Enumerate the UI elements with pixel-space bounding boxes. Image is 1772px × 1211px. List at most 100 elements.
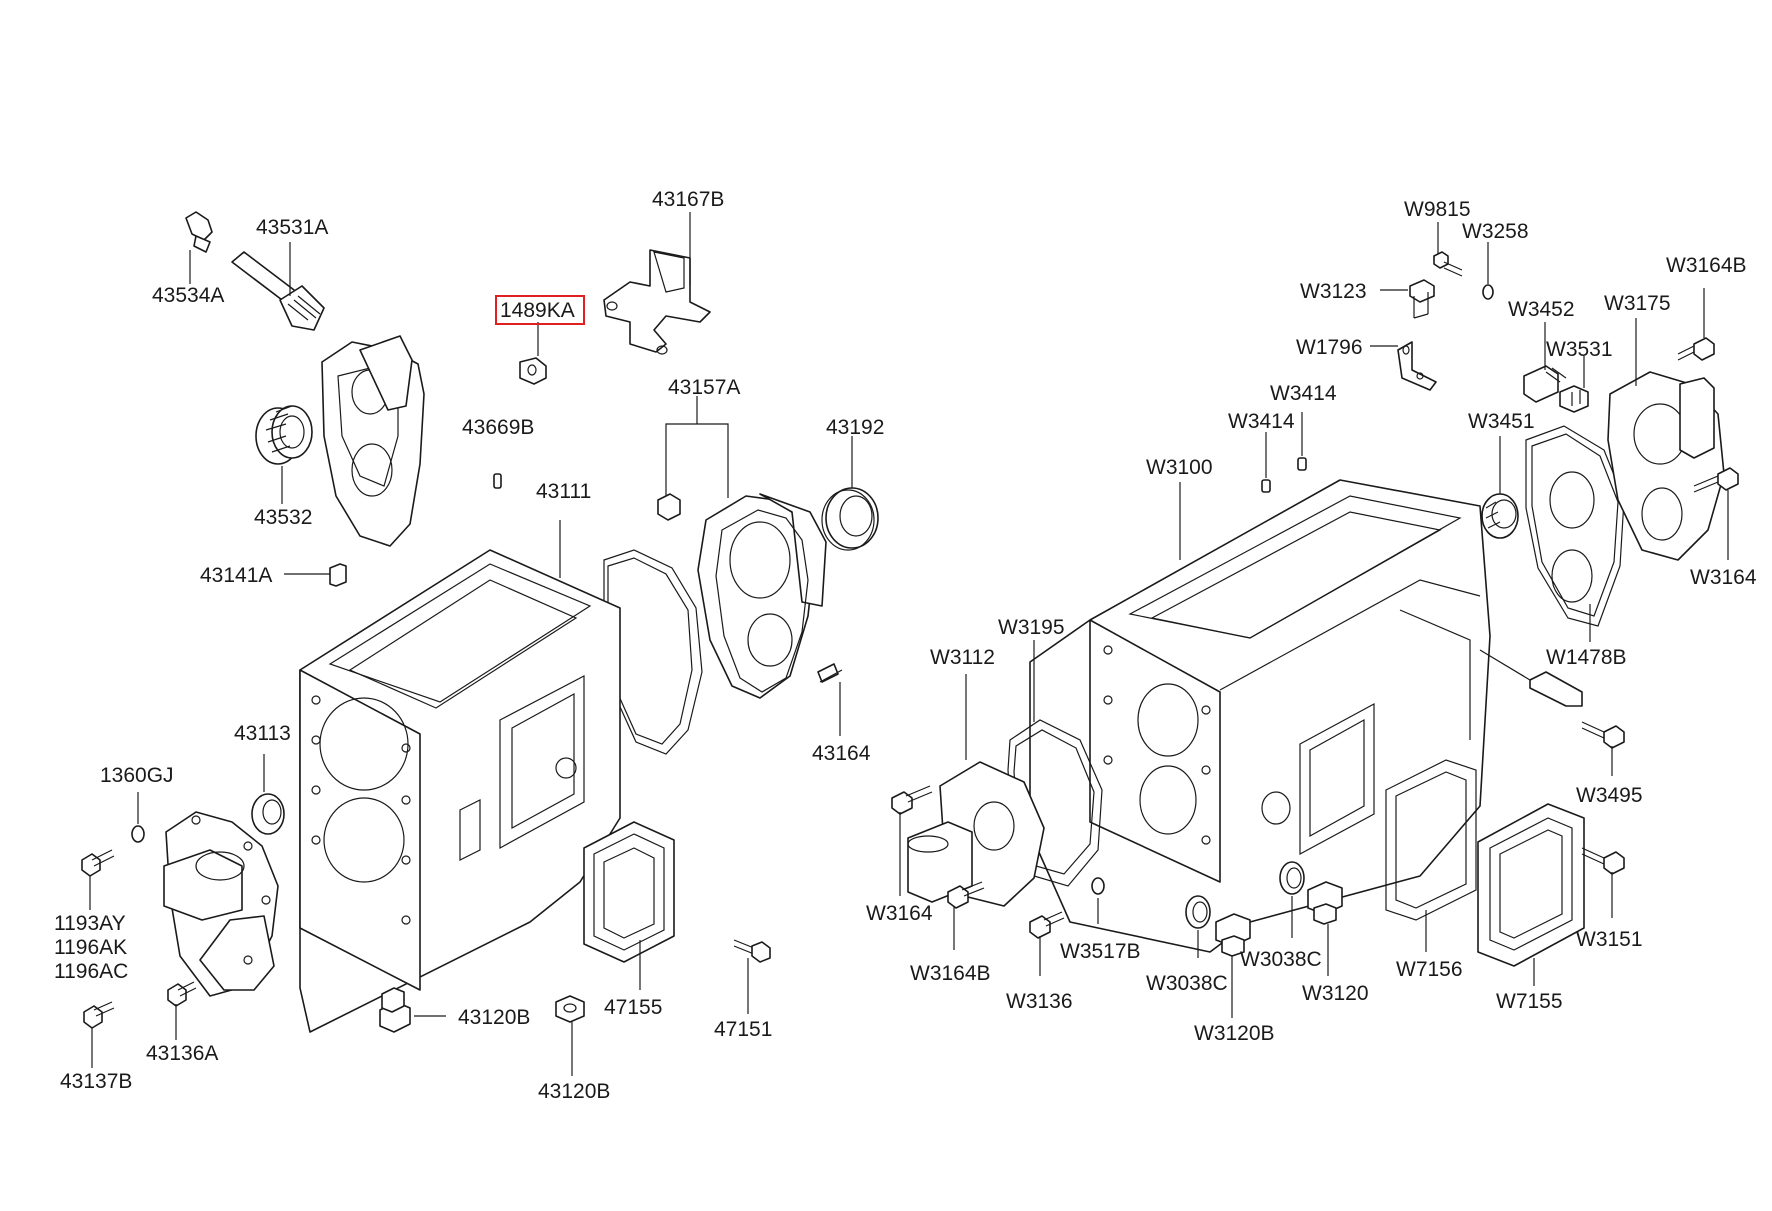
dowel-43141a-part <box>329 563 347 587</box>
label-w3414-a: W3414 <box>1228 410 1295 433</box>
gasket-ring-w3038c-a-part <box>1185 895 1211 929</box>
label-1196ac: 1196AC <box>54 960 128 983</box>
label-43669b: 43669B <box>462 416 534 439</box>
label-w3195: W3195 <box>998 616 1065 639</box>
label-w3136: W3136 <box>1006 990 1073 1013</box>
bracket-43167b-part <box>603 249 711 355</box>
bearing-retainer-part <box>163 811 279 997</box>
label-w3151: W3151 <box>1576 928 1643 951</box>
transmission-case-43111-part <box>299 549 621 1033</box>
cover-w7155-part <box>1477 803 1585 967</box>
label-w3120: W3120 <box>1302 982 1369 1005</box>
bolt-w3164-left-part <box>891 785 933 815</box>
label-w3414-b: W3414 <box>1270 382 1337 405</box>
speedo-sleeve-part <box>185 211 213 253</box>
bolt-43164-part <box>817 663 843 683</box>
plug-w3120b-part <box>1215 913 1251 957</box>
plug-43120b-left-part <box>379 987 411 1033</box>
bolt-w9815-part <box>1433 251 1463 277</box>
label-w3451: W3451 <box>1468 410 1535 433</box>
washer-w3517b-part <box>1091 877 1105 895</box>
switch-w3452-part <box>1523 365 1567 403</box>
plug-w3120-part <box>1307 881 1343 925</box>
bolt-43136a-part <box>167 981 197 1007</box>
label-43141a: 43141A <box>200 564 272 587</box>
bolt-w3123-part <box>1409 279 1435 319</box>
bolt-43137b-part <box>83 1001 115 1029</box>
bolt-w3151-part <box>1581 847 1625 875</box>
needle-bearing-part <box>255 405 313 465</box>
plug-w3531-part <box>1559 385 1589 413</box>
retainer-w3112-part <box>907 761 1045 907</box>
bolt-w3164b-top-part <box>1677 337 1715 361</box>
bolt-w3164b-low-part <box>947 881 985 909</box>
dowel-w3414-b-part <box>1297 457 1307 471</box>
label-w3100: W3100 <box>1146 456 1213 479</box>
plug-43120b-mid-part <box>555 995 585 1023</box>
label-43136a: 43136A <box>146 1042 218 1065</box>
housing-43157a-part <box>697 493 827 699</box>
label-43120b-left: 43120B <box>458 1006 530 1029</box>
bracket-w1796-part <box>1397 341 1437 391</box>
label-w3531: W3531 <box>1546 338 1613 361</box>
label-w3038c-b: W3038C <box>1240 948 1322 971</box>
oil-seal-43192-part <box>821 487 879 551</box>
label-w3495: W3495 <box>1576 784 1643 807</box>
label-w3175: W3175 <box>1604 292 1671 315</box>
bolt-1193ay-part <box>81 849 115 877</box>
cover-47155-part <box>583 821 675 963</box>
label-43137b: 43137B <box>60 1070 132 1093</box>
gasket-ring-w3038c-b-part <box>1279 861 1305 895</box>
label-w3112: W3112 <box>930 646 995 669</box>
label-43531a: 43531A <box>256 216 328 239</box>
plug-43157a-part <box>657 493 681 521</box>
label-47155: 47155 <box>604 996 662 1019</box>
oil-seal-43113-part <box>251 793 285 835</box>
label-w3164-left: W3164 <box>866 902 933 925</box>
speedo-gear-part <box>231 251 325 331</box>
bolt-w3136-part <box>1029 911 1065 939</box>
label-w7156: W7156 <box>1396 958 1463 981</box>
label-1193ay: 1193AY <box>54 912 126 935</box>
label-47151: 47151 <box>714 1018 772 1041</box>
gasket-w7156-part <box>1385 759 1477 921</box>
label-43534a: 43534A <box>152 284 224 307</box>
label-43192: 43192 <box>826 416 884 439</box>
label-43113: 43113 <box>234 722 291 745</box>
label-w3123: W3123 <box>1300 280 1367 303</box>
label-43157a: 43157A <box>668 376 740 399</box>
label-43532: 43532 <box>254 506 312 529</box>
clip-1489ka-part <box>519 357 547 385</box>
label-43167b: 43167B <box>652 188 724 211</box>
label-1360gj: 1360GJ <box>100 764 174 787</box>
label-w3164b-low: W3164B <box>910 962 991 985</box>
label-43164: 43164 <box>812 742 871 765</box>
gasket-w1478b-part <box>1525 425 1625 627</box>
label-w3038c-a: W3038C <box>1146 972 1228 995</box>
label-w3452: W3452 <box>1508 298 1575 321</box>
seal-w3451-part <box>1481 493 1519 539</box>
label-w1478b: W1478B <box>1546 646 1627 669</box>
bolt-w3164-right-part <box>1693 467 1739 493</box>
housing-w3175-part <box>1607 371 1725 561</box>
label-w3517b: W3517B <box>1060 940 1141 963</box>
label-1489ka: 1489KA <box>500 299 575 322</box>
rear-cover-plate-part <box>321 335 425 547</box>
label-43120b-mid: 43120B <box>538 1080 610 1103</box>
transmission-case-w3100-part <box>1029 479 1491 953</box>
label-w3164-right: W3164 <box>1690 566 1757 589</box>
dowel-w3414-a-part <box>1261 479 1271 493</box>
label-w3164b-top: W3164B <box>1666 254 1747 277</box>
washer-w3258-part <box>1482 284 1494 300</box>
highlight-box-1489ka <box>495 295 585 325</box>
label-1196ak: 1196AK <box>54 936 127 959</box>
bolt-47151-part <box>733 939 771 963</box>
label-w3120b: W3120B <box>1194 1022 1275 1045</box>
label-w7155: W7155 <box>1496 990 1563 1013</box>
label-43111: 43111 <box>536 480 591 503</box>
washer-1360gj-part <box>131 825 145 843</box>
label-w9815: W9815 <box>1404 198 1471 221</box>
bolt-w3495-part <box>1581 721 1625 749</box>
